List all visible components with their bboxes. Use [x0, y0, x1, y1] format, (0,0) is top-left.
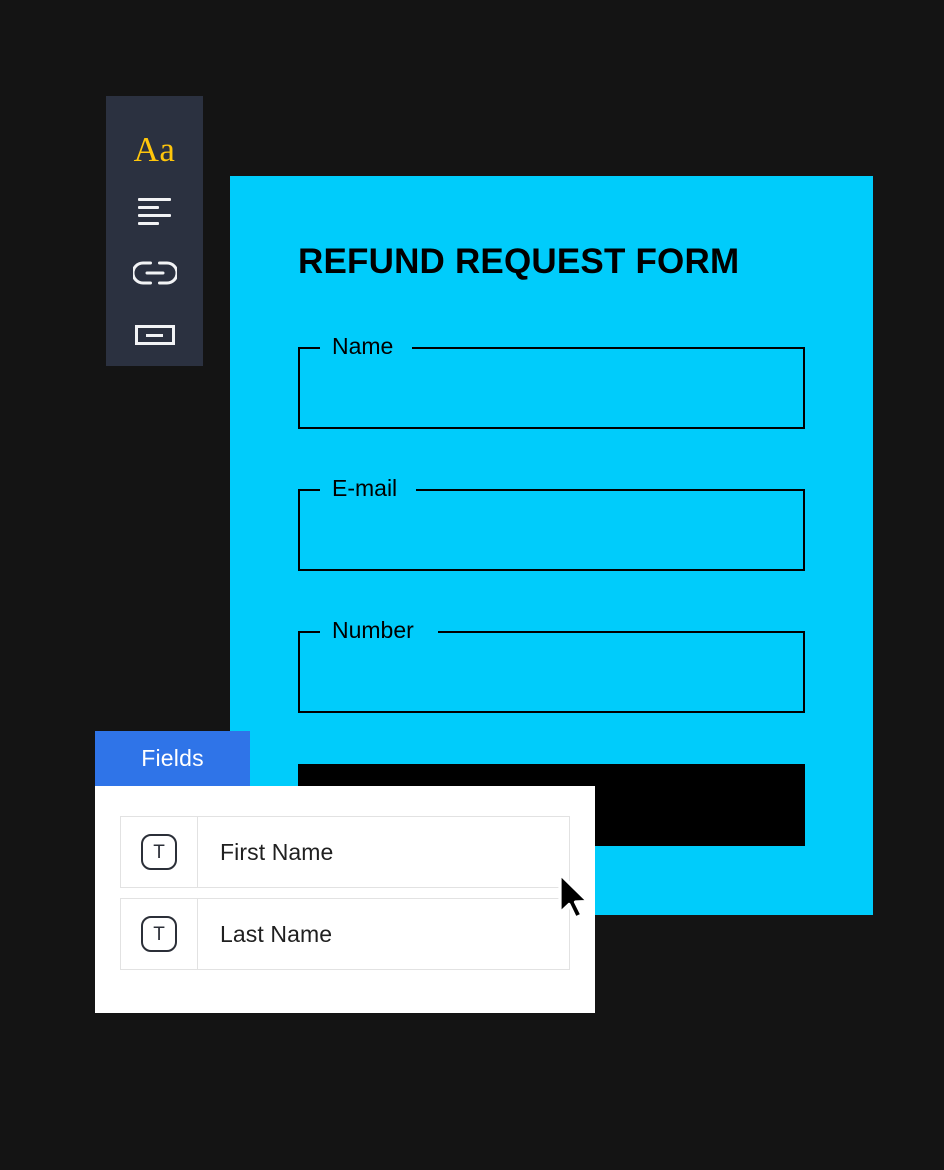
toolbar-item-link[interactable]: [106, 242, 203, 304]
field-row-icon-cell: T: [121, 817, 198, 887]
field-top-border: [298, 631, 805, 633]
text-field-icon: T: [141, 916, 177, 952]
align-line: [138, 221, 159, 225]
field-border-left-segment: [298, 489, 320, 491]
list-item-label: First Name: [220, 838, 334, 865]
fields-panel: Fields T First Name T Last Name: [95, 731, 595, 1013]
list-item[interactable]: T Last Name: [120, 898, 570, 970]
align-line: [138, 205, 159, 209]
field-label: Number: [332, 617, 414, 643]
fields-panel-body: T First Name T Last Name: [95, 786, 595, 1013]
field-label: Name: [332, 333, 394, 359]
align-left-icon: [138, 197, 171, 225]
toolbar-item-text-style[interactable]: Aa: [106, 118, 203, 180]
text-field-icon: T: [141, 834, 177, 870]
field-outline: [298, 489, 805, 571]
toolbar-item-align-left[interactable]: [106, 180, 203, 242]
form-field-number[interactable]: Number: [298, 617, 805, 713]
align-line: [138, 197, 171, 201]
field-border-right-segment: [416, 489, 805, 491]
field-border-left-segment: [298, 347, 320, 349]
tab-fields-label: Fields: [141, 745, 204, 771]
form-field-email[interactable]: E-mail: [298, 475, 805, 571]
field-border-right-segment: [412, 347, 805, 349]
tab-fields[interactable]: Fields: [95, 731, 250, 786]
field-row-icon-cell: T: [121, 899, 198, 969]
text-style-icon: Aa: [133, 129, 176, 169]
list-item-label: Last Name: [220, 920, 333, 947]
button-icon: [134, 325, 175, 345]
align-line: [138, 213, 171, 217]
field-outline: [298, 347, 805, 429]
field-outline: [298, 631, 805, 713]
field-border-right-segment: [438, 631, 805, 633]
field-top-border: [298, 347, 805, 349]
page-title: REFUND REQUEST FORM: [298, 242, 740, 281]
list-item[interactable]: T First Name: [120, 816, 570, 888]
form-field-name[interactable]: Name: [298, 333, 805, 429]
link-icon: [132, 261, 177, 285]
field-label: E-mail: [332, 475, 398, 501]
field-border-left-segment: [298, 631, 320, 633]
field-top-border: [298, 489, 805, 491]
button-icon-bar: [146, 333, 163, 337]
toolbar-item-button[interactable]: [106, 304, 203, 366]
editor-toolbar: Aa: [106, 96, 203, 366]
